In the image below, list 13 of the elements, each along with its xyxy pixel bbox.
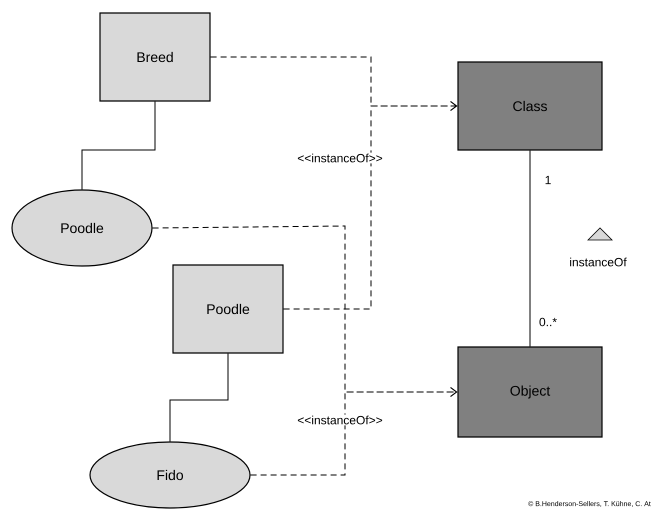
class-box: Poodle	[172, 264, 284, 354]
edge-label: instanceOf	[568, 256, 628, 268]
connector-line	[170, 353, 228, 442]
multiplicity-label: 1	[546, 176, 551, 184]
multiplicity-label: 0..*	[539, 318, 557, 326]
connector-line	[82, 101, 156, 190]
class-box: Breed	[99, 12, 211, 102]
edge-label: <<instanceOf>>	[296, 152, 384, 164]
edge-label: <<instanceOf>>	[296, 414, 384, 426]
class-box: Class	[457, 61, 603, 151]
class-box: Object	[457, 346, 603, 438]
dashed-arrow	[250, 387, 458, 476]
dashed-arrow	[283, 101, 458, 310]
